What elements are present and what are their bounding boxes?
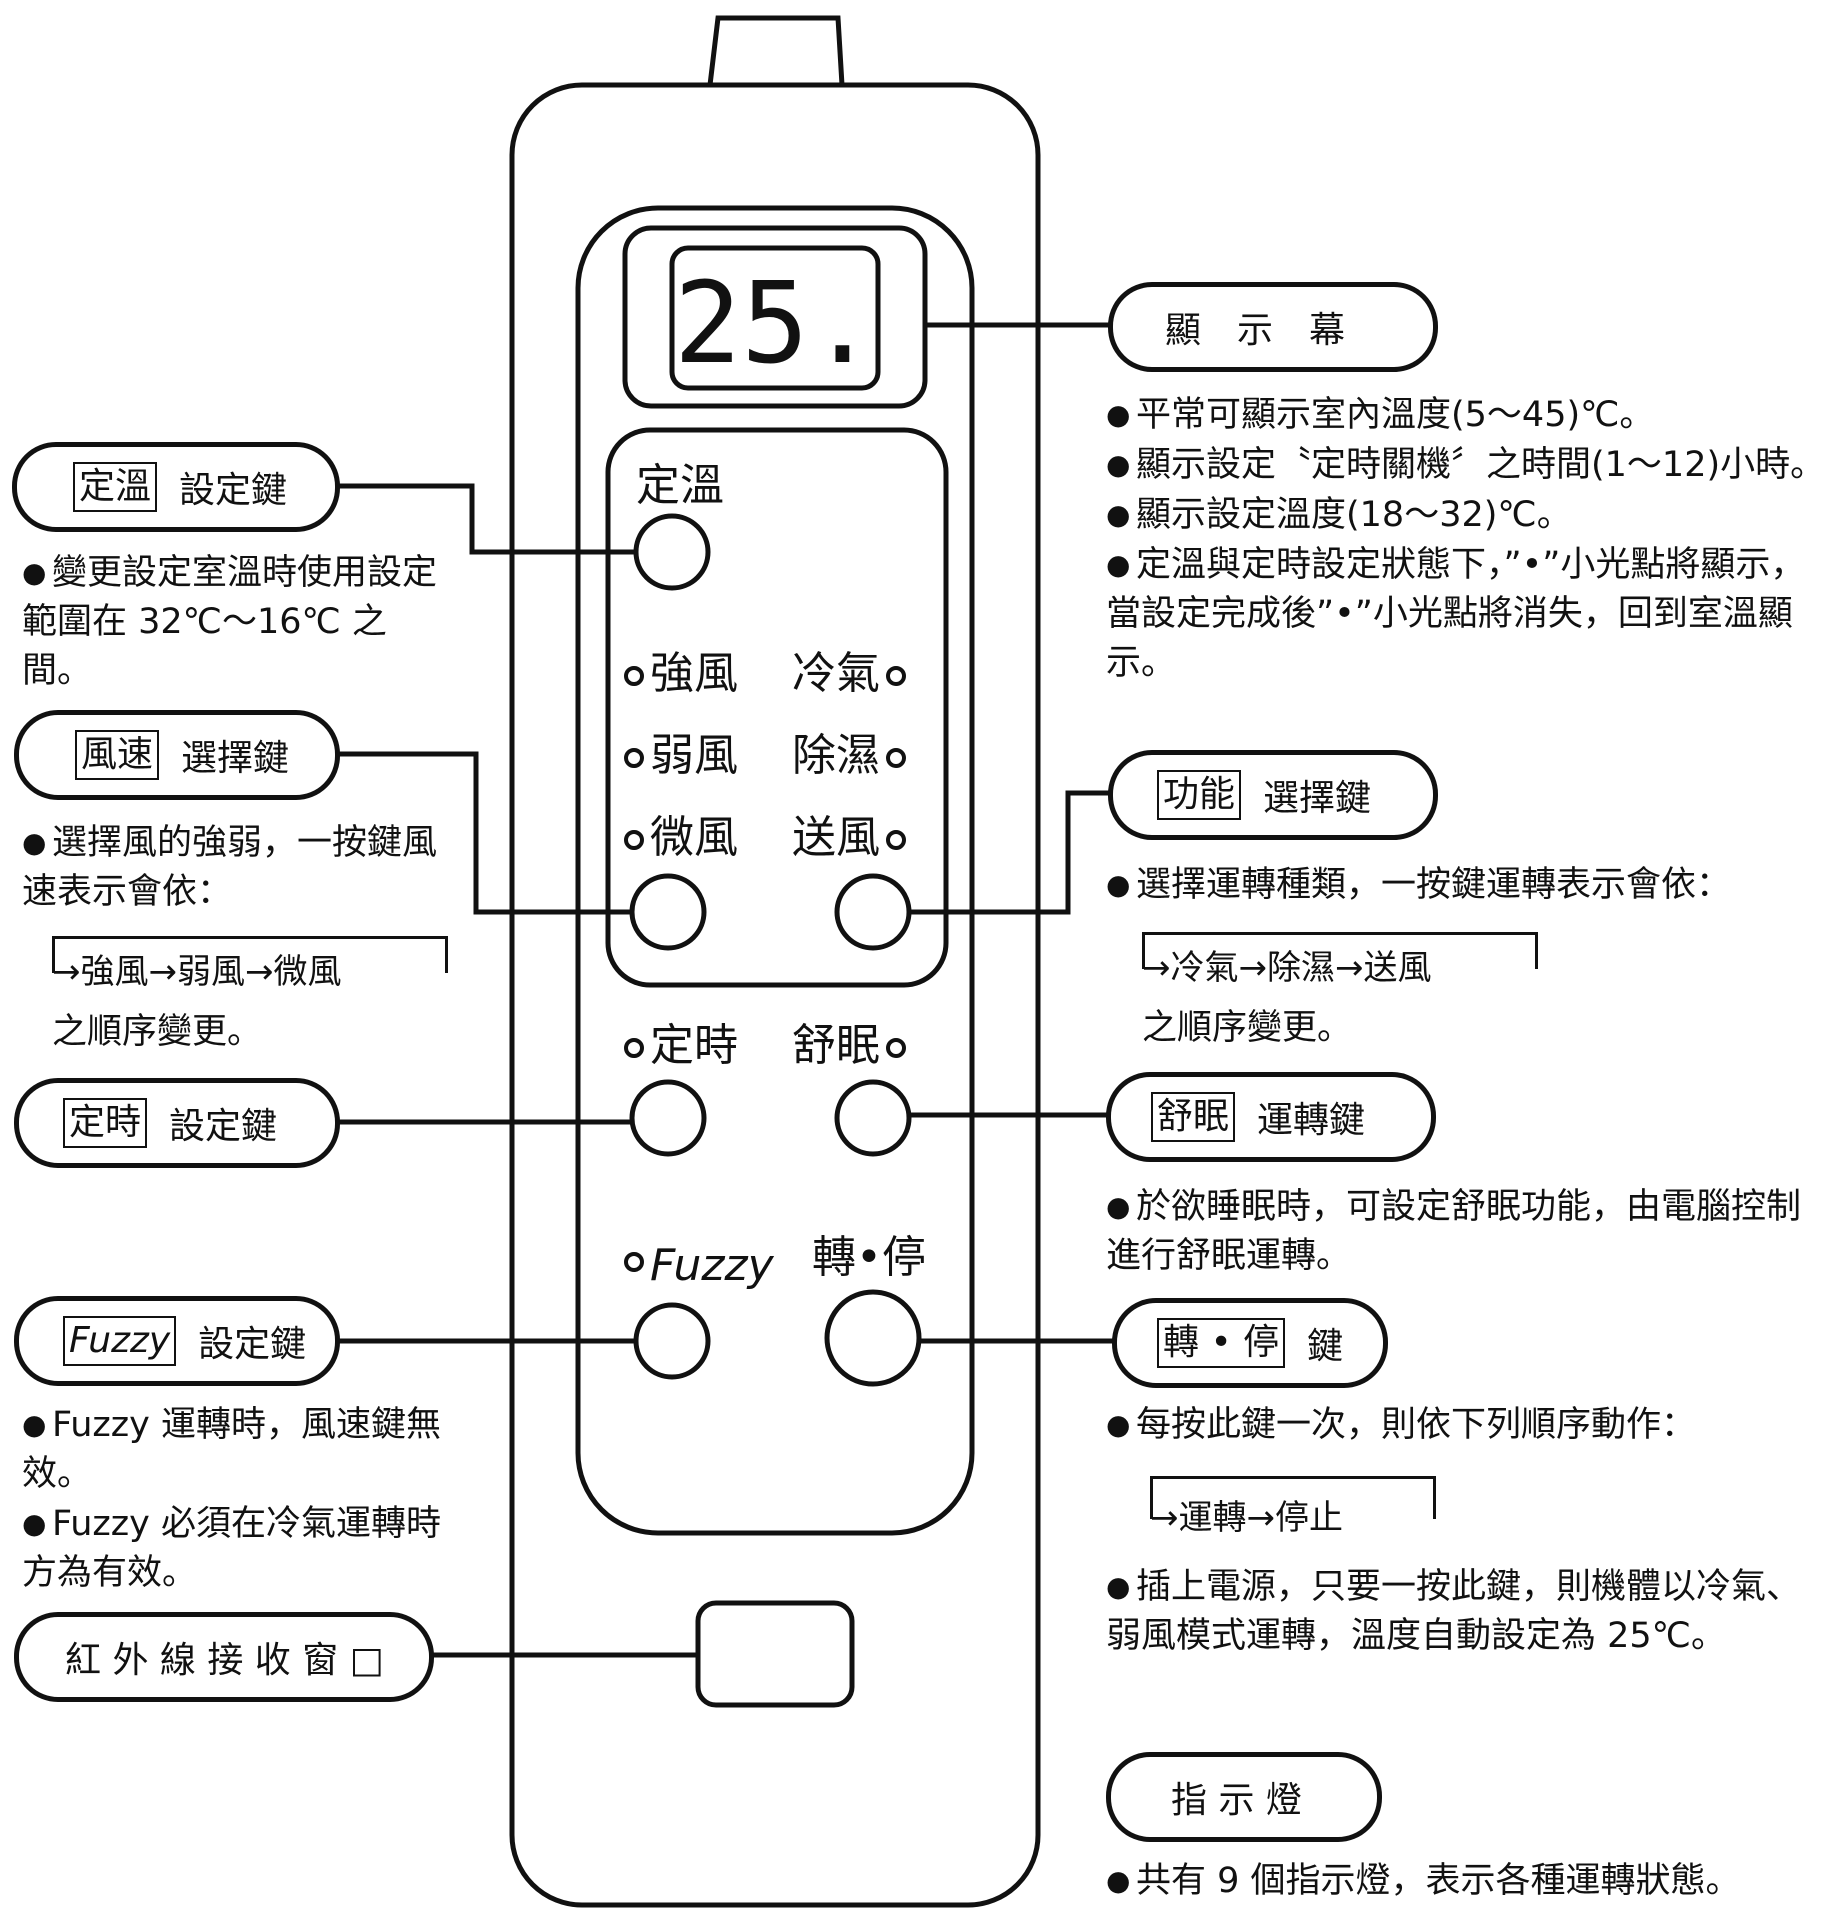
start-stop-key-glyph: 轉 • 停 xyxy=(1157,1318,1286,1368)
leader-set-temp xyxy=(335,483,636,555)
sleep-callout: 舒眠 運轉鍵 xyxy=(1106,1072,1436,1162)
function-callout: 功能 選擇鍵 xyxy=(1108,750,1438,840)
led-icon xyxy=(886,830,906,850)
timer-button[interactable] xyxy=(632,1082,704,1154)
start-stop-label: 轉•停 xyxy=(812,1232,926,1283)
fan-speed-callout-label: 選擇鍵 xyxy=(181,738,290,779)
fuzzy-callout-label: 設定鍵 xyxy=(198,1324,307,1365)
led-icon xyxy=(886,1038,906,1058)
sleep-button[interactable] xyxy=(837,1082,909,1154)
led-icon xyxy=(624,1252,644,1272)
timer-button-shape xyxy=(629,1079,707,1157)
set-temp-notes: ●變更設定室溫時使用設定範圍在 32℃～16℃ 之間。 xyxy=(22,553,438,691)
start-stop-callout: 轉 • 停 鍵 xyxy=(1112,1298,1388,1388)
fan-speed-callout: 風速 選擇鍵 xyxy=(14,710,340,800)
fuzzy-callout: Fuzzy 設定鍵 xyxy=(14,1296,340,1386)
start-stop-callout-label: 鍵 xyxy=(1307,1326,1344,1367)
indicator-lights-callout: 指 示 燈 xyxy=(1106,1752,1382,1842)
led-icon xyxy=(624,1038,644,1058)
function-button[interactable] xyxy=(837,876,909,948)
timer-key-glyph: 定時 xyxy=(63,1098,148,1148)
fuzzy-notes: ●Fuzzy 運轉時，風速鍵無效。 ●Fuzzy 必須在冷氣運轉時方為有效。 xyxy=(22,1405,441,1593)
fan-speed-after: 之順序變更。 xyxy=(52,1012,263,1052)
timer-callout-label: 設定鍵 xyxy=(169,1106,278,1147)
start-stop-sequence: →運轉→停止 xyxy=(1150,1476,1436,1540)
led-icon xyxy=(886,748,906,768)
indicator-lights-notes: ●共有 9 個指示燈，表示各種運轉狀態。 xyxy=(1106,1861,1741,1901)
sleep-callout-label: 運轉鍵 xyxy=(1257,1100,1366,1141)
display-digits: 25. xyxy=(674,259,876,389)
led-icon xyxy=(624,666,644,686)
function-key-glyph: 功能 xyxy=(1157,770,1242,820)
set-temp-callout-label: 設定鍵 xyxy=(179,470,288,511)
ir-window-callout: 紅 外 線 接 收 窗 □ xyxy=(14,1612,434,1702)
indicator-timer: 定時 xyxy=(618,1020,738,1072)
start-stop-notes: ●每按此鍵一次，則依下列順序動作： xyxy=(1106,1405,1697,1445)
function-sequence: →冷氣→除濕→送風 xyxy=(1142,932,1538,990)
indicator-fan: 送風 xyxy=(792,812,912,864)
display-callout: 顯 示 幕 xyxy=(1108,282,1438,372)
timer-callout: 定時 設定鍵 xyxy=(14,1078,340,1168)
button-group-panel xyxy=(605,427,949,988)
indicator-cool: 冷氣 xyxy=(792,648,912,700)
display-notes: ●平常可顯示室內溫度(5～45)℃。 ●顯示設定〝定時關機〞之時間(1～12)小… xyxy=(1106,395,1826,683)
fuzzy-key-glyph: Fuzzy xyxy=(63,1316,177,1366)
start-stop-notes-2: ●插上電源，只要一按此鍵，則機體以冷氣、弱風模式運轉，溫度自動設定為 25℃。 xyxy=(1106,1567,1802,1656)
remote-top-tab xyxy=(707,15,845,86)
remote-body xyxy=(509,82,1041,1908)
indicator-dehumid: 除濕 xyxy=(792,730,912,782)
fan-speed-notes: ●選擇風的強弱，一按鍵風速表示會依： xyxy=(22,823,438,912)
display-frame xyxy=(622,225,928,409)
sleep-notes: ●於欲睡眠時，可設定舒眠功能，由電腦控制進行舒眠運轉。 xyxy=(1106,1187,1802,1276)
fan-speed-sequence: →強風→弱風→微風 xyxy=(52,936,448,994)
display-callout-label: 顯 示 幕 xyxy=(1165,310,1346,351)
function-after: 之順序變更。 xyxy=(1142,1008,1353,1048)
remote-inner-panel xyxy=(575,205,975,1536)
indicator-sleep: 舒眠 xyxy=(792,1020,912,1072)
start-stop-button[interactable] xyxy=(827,1292,919,1384)
indicator-strong: 強風 xyxy=(618,648,738,700)
set-temp-key-glyph: 定溫 xyxy=(73,462,158,512)
set-temp-callout: 定溫 設定鍵 xyxy=(12,442,340,532)
ir-window-callout-label: 紅 外 線 接 收 窗 □ xyxy=(65,1640,384,1681)
indicator-weak: 弱風 xyxy=(618,730,738,782)
led-icon xyxy=(886,666,906,686)
set-temp-label: 定溫 xyxy=(636,460,724,511)
leader-fan-speed xyxy=(338,751,632,915)
indicator-lights-callout-label: 指 示 燈 xyxy=(1171,1780,1302,1821)
function-notes: ●選擇運轉種類，一按鍵運轉表示會依： xyxy=(1106,865,1732,905)
start-stop-button-shape xyxy=(824,1289,922,1387)
ir-receiver-window xyxy=(695,1600,855,1708)
set-temp-button[interactable] xyxy=(636,516,708,588)
indicator-breeze: 微風 xyxy=(618,812,738,864)
fan-speed-button[interactable] xyxy=(632,876,704,948)
leader-function xyxy=(909,790,1110,915)
function-callout-label: 選擇鍵 xyxy=(1263,778,1372,819)
sleep-button-shape xyxy=(834,1079,912,1157)
led-icon xyxy=(624,830,644,850)
indicator-fuzzy: Fuzzy xyxy=(618,1240,774,1292)
fuzzy-button[interactable] xyxy=(636,1305,708,1377)
display-screen xyxy=(669,245,881,391)
fan-speed-key-glyph: 風速 xyxy=(75,730,160,780)
sleep-key-glyph: 舒眠 xyxy=(1151,1092,1236,1142)
led-icon xyxy=(624,748,644,768)
